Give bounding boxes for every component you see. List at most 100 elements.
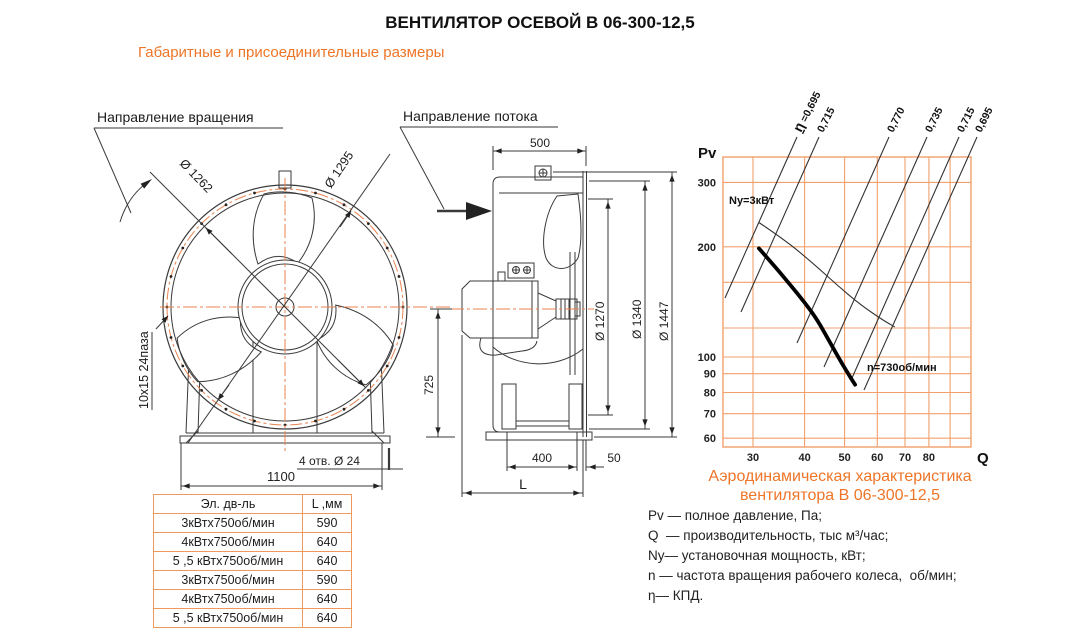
chart-caption-line2: вентилятора В 06-300-12,5 bbox=[739, 487, 940, 504]
chart-legend-text: Pv — полное давление, Па; Q — производите… bbox=[648, 506, 957, 606]
bolt-hole bbox=[253, 419, 256, 423]
table-row-cell: 4кВтх750об/мин bbox=[153, 589, 303, 609]
table-row-cell: 590 bbox=[302, 570, 352, 590]
bolt-hole bbox=[200, 389, 204, 392]
table-row-cell: 3кВтх750об/мин bbox=[153, 570, 303, 590]
x-tick-label: 70 bbox=[899, 452, 911, 464]
base-width-dim bbox=[180, 443, 403, 490]
table-row-cell: 3кВтх750об/мин bbox=[153, 513, 303, 533]
eta-label: 0,715 bbox=[815, 105, 838, 134]
y-tick-label: 80 bbox=[704, 388, 716, 400]
front-diameter-dims bbox=[149, 153, 391, 444]
eta-line bbox=[740, 136, 820, 313]
bolt-hole bbox=[385, 246, 389, 250]
eta-lines bbox=[724, 136, 978, 391]
legend-line: Pv — полное давление, Па; bbox=[648, 508, 822, 523]
side-support bbox=[485, 383, 593, 441]
slot-label: 10x15 24паза bbox=[137, 331, 151, 409]
dia-impeller-label: Ø 1262 bbox=[177, 156, 216, 195]
axis-height-label: 725 bbox=[422, 375, 436, 395]
table-row-cell: 640 bbox=[302, 608, 352, 628]
table-row-cell: 4кВтх750об/мин bbox=[153, 532, 303, 552]
slot-leader bbox=[151, 315, 169, 410]
y-tick-label: 60 bbox=[704, 433, 716, 445]
legend-line: n — частота вращения рабочего колеса, об… bbox=[648, 568, 957, 583]
x-tick-label: 50 bbox=[838, 452, 850, 464]
motor bbox=[461, 262, 581, 356]
bolt-hole bbox=[169, 336, 173, 339]
foot-offset-label: 50 bbox=[607, 451, 621, 465]
y-tick-label: 200 bbox=[698, 242, 716, 254]
blade-profile bbox=[543, 193, 582, 269]
table-row-cell: 590 bbox=[302, 513, 352, 533]
top-lug bbox=[534, 165, 552, 181]
bolt-hole bbox=[342, 407, 346, 411]
bolt-hole bbox=[169, 275, 173, 278]
eta-line bbox=[724, 136, 798, 299]
eta-label: 0,735 bbox=[923, 105, 946, 134]
chart-annotation: n=730об/мин bbox=[867, 362, 937, 374]
chart-caption-line1: Аэродинамическая характеристика bbox=[708, 468, 972, 485]
bolt-hole bbox=[181, 364, 185, 368]
eta-line bbox=[796, 136, 890, 344]
bolt-hole bbox=[342, 203, 346, 207]
dia-flange-label: Ø 1340 bbox=[630, 299, 644, 339]
page-title: ВЕНТИЛЯТОР ОСЕВОЙ В 06-300-12,5 bbox=[385, 13, 695, 32]
chart-curve bbox=[757, 246, 857, 387]
table-header-row-cell: L ,мм bbox=[302, 494, 352, 514]
table-row-cell: 640 bbox=[302, 589, 352, 609]
chart-frame bbox=[722, 156, 972, 448]
bolt-holes bbox=[165, 187, 405, 427]
casing-left-top bbox=[492, 176, 583, 425]
legend-line: η— КПД. bbox=[648, 588, 704, 603]
x-axis-label: Q bbox=[977, 450, 989, 467]
bolt-hole bbox=[314, 419, 317, 423]
table-header-row-cell: Эл. дв-ль bbox=[153, 494, 303, 514]
bolt-hole bbox=[367, 222, 370, 226]
bolt-hole bbox=[314, 191, 317, 195]
eta-label: 0,695 bbox=[973, 105, 996, 134]
rotation-label: Направление вращения bbox=[97, 109, 254, 125]
eta-line bbox=[851, 136, 960, 379]
legend-line: Q — производительность, тыс м³/час; bbox=[648, 528, 889, 543]
chart-curve bbox=[758, 221, 895, 328]
rotation-leader bbox=[93, 127, 283, 223]
table-row-cell: 640 bbox=[302, 551, 352, 571]
front-centerlines bbox=[160, 178, 450, 452]
y-tick-label: 300 bbox=[698, 177, 716, 189]
bolt-hole bbox=[253, 191, 256, 195]
base-width-label: 1100 bbox=[267, 469, 295, 484]
page-subtitle: Габаритные и присоединительные размеры bbox=[138, 44, 445, 61]
bolt-hole bbox=[181, 246, 185, 250]
x-tick-label: 40 bbox=[798, 452, 810, 464]
bolt-hole bbox=[385, 364, 389, 368]
eta-line bbox=[863, 136, 978, 391]
y-tick-label: 90 bbox=[704, 369, 716, 381]
dia-inner-label: Ø 1270 bbox=[593, 301, 607, 341]
foot-span-label: 400 bbox=[532, 451, 552, 465]
x-tick-label: 60 bbox=[871, 452, 883, 464]
table-row-cell: 640 bbox=[302, 532, 352, 552]
y-tick-label: 100 bbox=[698, 352, 716, 364]
flow-leader bbox=[399, 126, 558, 220]
table-row-cell: 5 ,5 кВтх750об/мин bbox=[153, 551, 303, 571]
table-row-cell: 5 ,5 кВтх750об/мин bbox=[153, 608, 303, 628]
bolt-hole bbox=[224, 407, 228, 411]
diameter-dims bbox=[553, 171, 677, 438]
side-view: Направление потока 500 Ø 1270 Ø 1340 Ø 1… bbox=[399, 108, 677, 497]
bolt-hole bbox=[397, 336, 401, 339]
eta-line bbox=[823, 136, 928, 368]
front-view: Направление вращения Ø 1262 Ø 1295 10x15… bbox=[93, 109, 450, 490]
bolt-hole bbox=[224, 203, 228, 207]
diffuser-curve bbox=[492, 346, 584, 365]
bolt-hole bbox=[367, 389, 370, 392]
